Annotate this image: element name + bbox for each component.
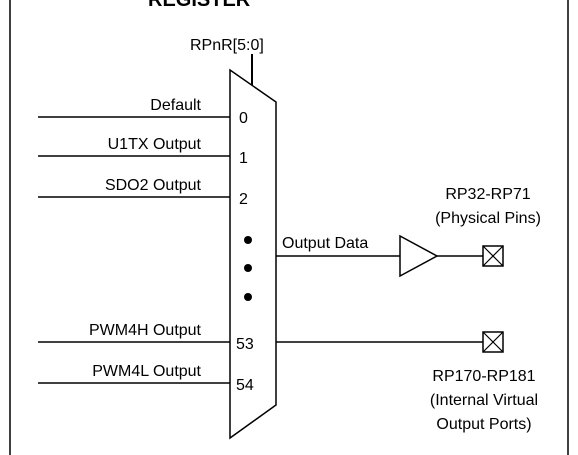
- virtual-port-icon: [482, 331, 504, 353]
- physical-pin-icon: [482, 245, 504, 267]
- input-index-2: 2: [239, 191, 248, 208]
- input-index-53: 53: [236, 336, 254, 353]
- virtual-ports-sublabel-1: (Internal Virtual: [430, 392, 538, 409]
- physical-pins-sublabel: (Physical Pins): [435, 210, 541, 227]
- output-buffer: [399, 234, 439, 278]
- title-partial: REGISTER: [148, 0, 251, 11]
- virtual-ports-sublabel-2: Output Ports): [436, 416, 531, 433]
- virtual-ports-label: RP170-RP181: [432, 368, 535, 385]
- ellipsis-dot: [244, 293, 252, 301]
- ellipsis-dot: [244, 236, 252, 244]
- input-lines: [38, 116, 230, 384]
- physical-pins-label: RP32-RP71: [445, 186, 530, 203]
- input-label-u1tx: U1TX Output: [108, 136, 202, 153]
- input-label-sdo2: SDO2 Output: [105, 177, 202, 194]
- select-label: RPnR[5:0]: [190, 37, 264, 54]
- input-index-1: 1: [239, 150, 248, 167]
- ellipsis-dot: [244, 264, 252, 272]
- diagram-frame: [9, 0, 569, 455]
- input-label-pwm4h: PWM4H Output: [89, 322, 202, 339]
- input-index-54: 54: [236, 377, 254, 394]
- input-label-pwm4l: PWM4L Output: [92, 363, 201, 380]
- multiplexer-body: [229, 68, 277, 440]
- input-index-0: 0: [239, 110, 248, 127]
- input-label-default: Default: [150, 97, 201, 114]
- output-label: Output Data: [282, 235, 368, 252]
